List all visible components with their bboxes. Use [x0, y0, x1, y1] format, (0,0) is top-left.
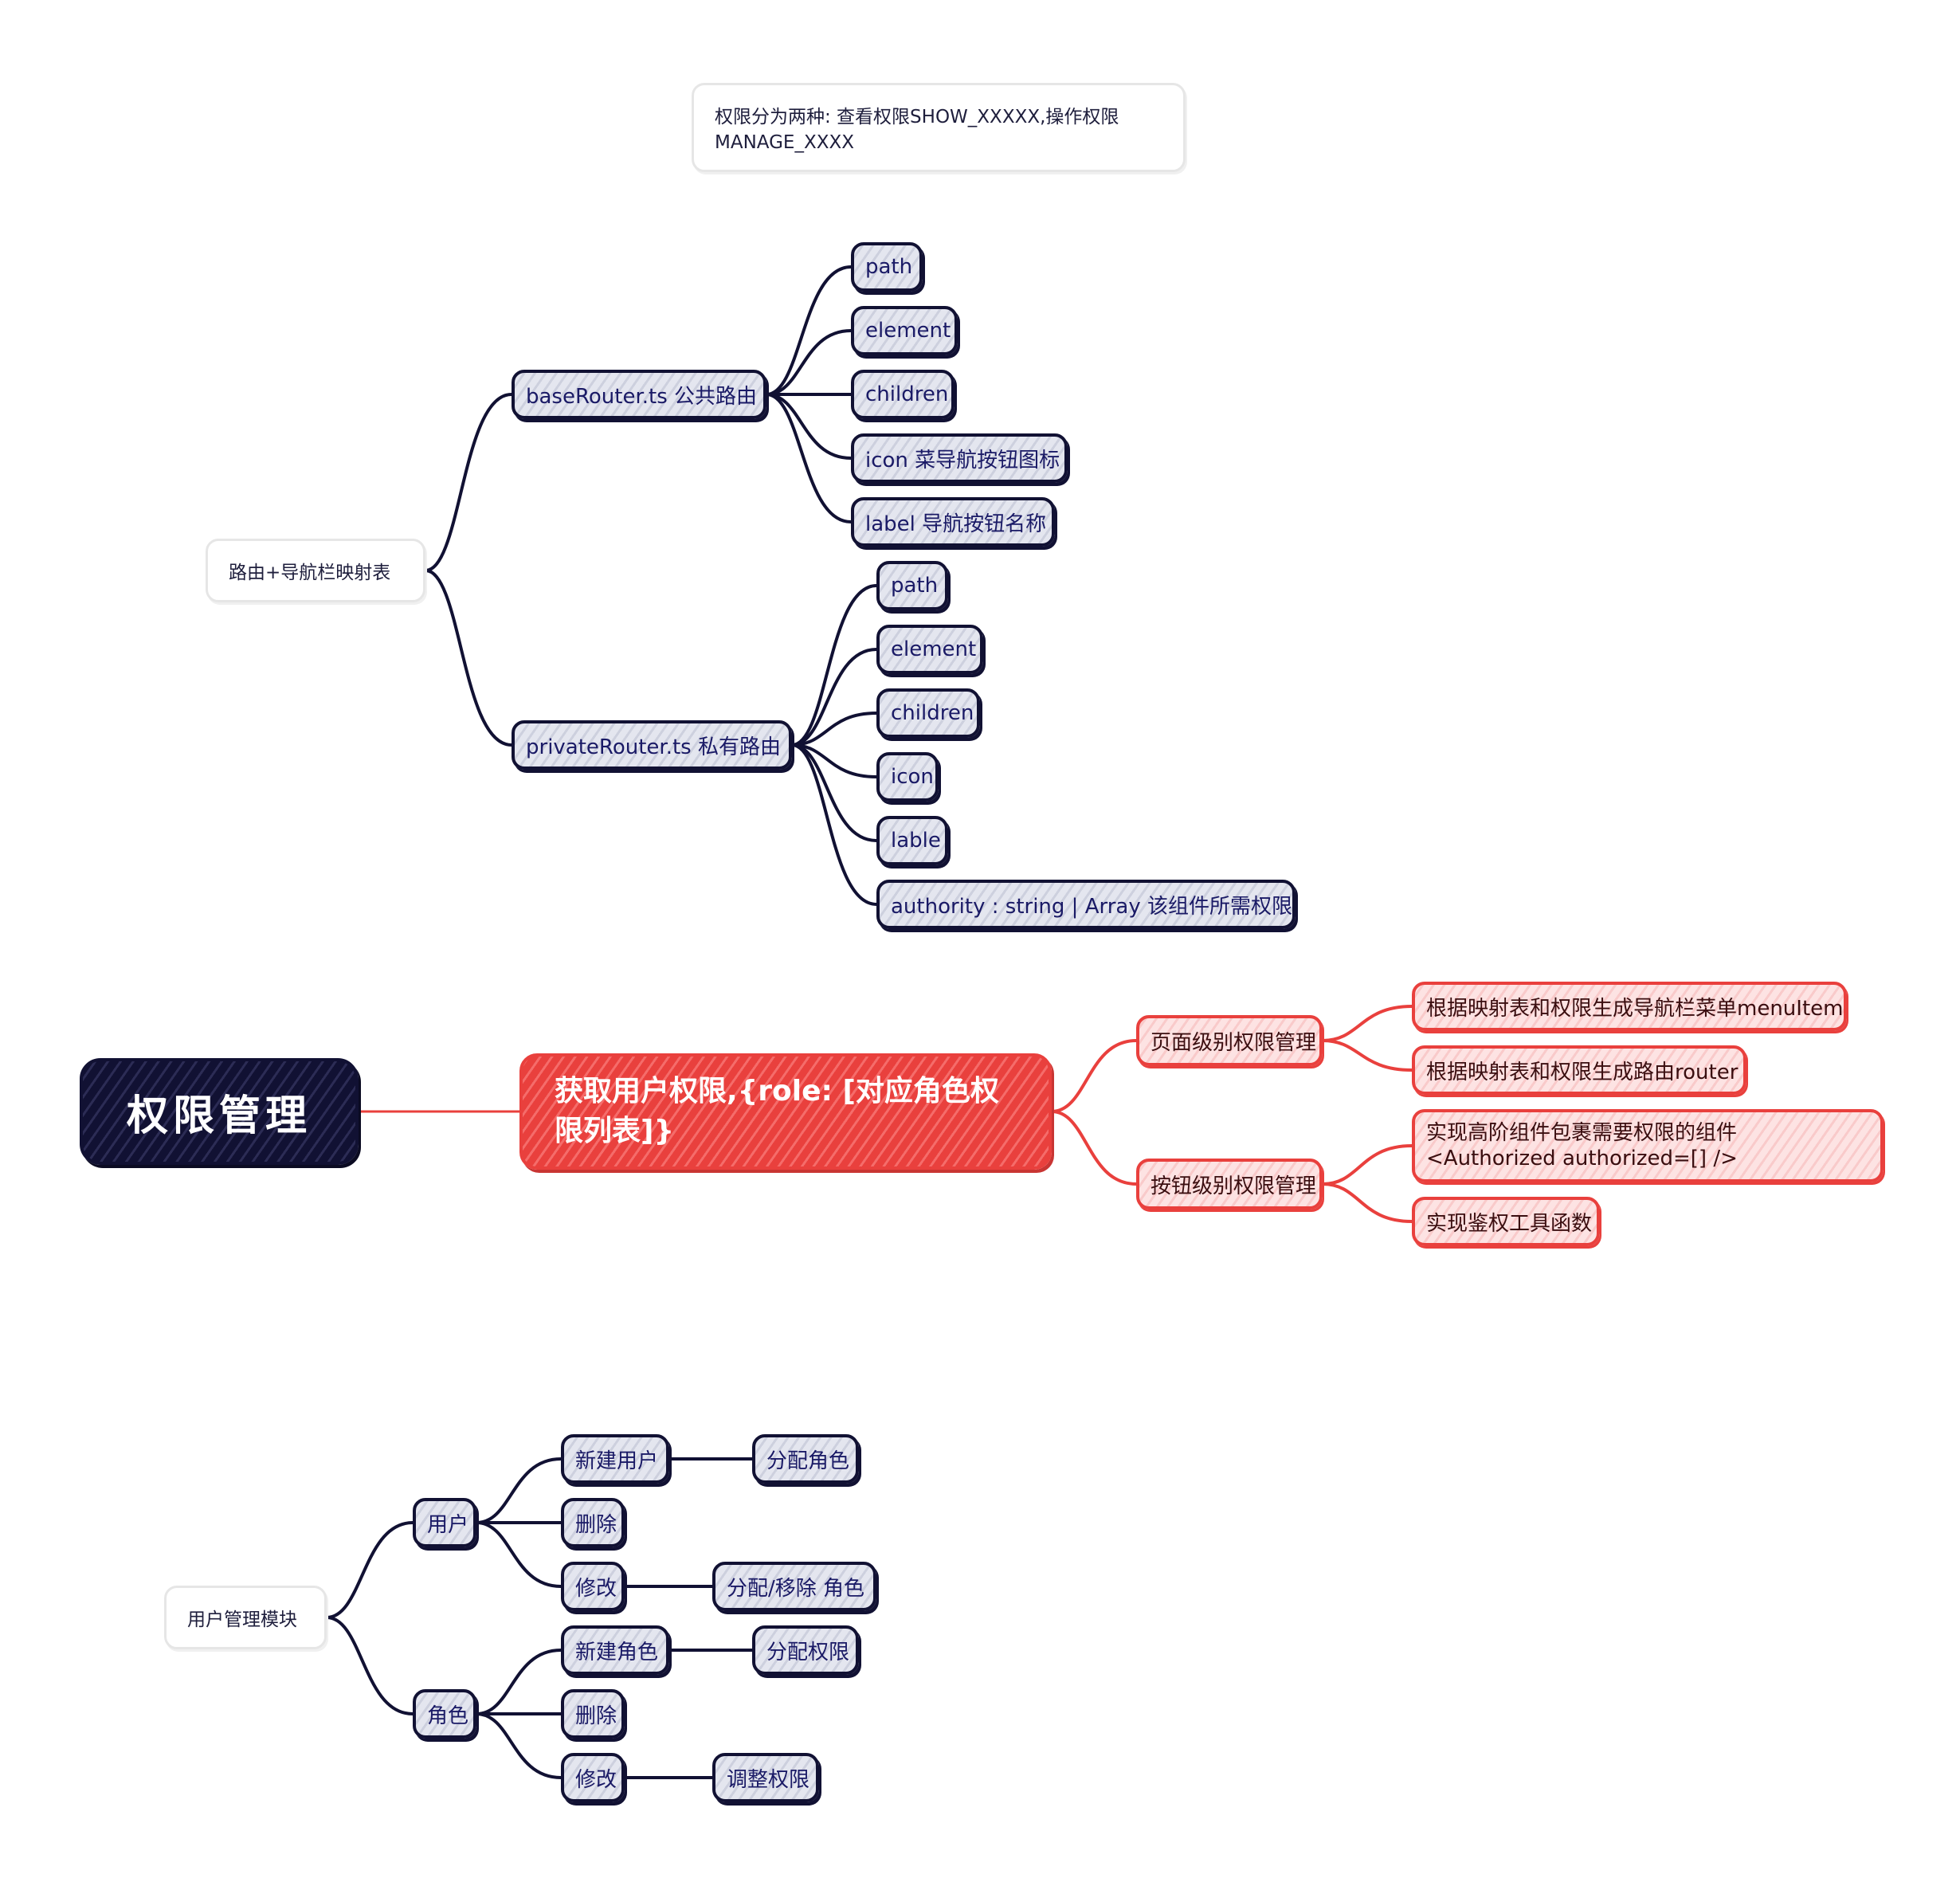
- auth-util-node[interactable]: 实现鉴权工具函数: [1412, 1197, 1600, 1246]
- link-base-4: [765, 393, 853, 523]
- private-element-node[interactable]: element: [876, 625, 983, 674]
- link-fetch-page: [1050, 1039, 1138, 1113]
- link-base-1: [765, 329, 853, 396]
- route-map-node[interactable]: 路由+导航栏映射表: [206, 539, 425, 602]
- link-button-hoc: [1321, 1144, 1413, 1186]
- private-router-node[interactable]: privateRouter.ts 私有路由: [512, 720, 792, 770]
- fetch-permission-node[interactable]: 获取用户权限,{role: [对应角色权限列表]}: [519, 1053, 1052, 1170]
- root-node[interactable]: 权限管理: [80, 1058, 359, 1165]
- assign-permission-node[interactable]: 分配权限: [752, 1625, 859, 1675]
- link-private-3: [790, 743, 878, 778]
- private-lable-node[interactable]: lable: [876, 816, 948, 865]
- button-level-node[interactable]: 按钮级别权限管理: [1136, 1159, 1323, 1210]
- link-private-1: [790, 648, 878, 747]
- link-private-5: [790, 743, 878, 906]
- private-path-node[interactable]: path: [876, 561, 948, 610]
- base-label-node[interactable]: label 导航按钮名称: [851, 497, 1055, 547]
- link-page-router: [1321, 1039, 1413, 1072]
- base-icon-node[interactable]: icon 菜导航按钮图标: [851, 433, 1068, 483]
- page-level-node[interactable]: 页面级别权限管理: [1136, 1015, 1323, 1066]
- menu-item-gen-node[interactable]: 根据映射表和权限生成导航栏菜单menuItem: [1412, 982, 1847, 1031]
- link-button-util: [1321, 1182, 1413, 1223]
- link-page-menu: [1321, 1005, 1413, 1042]
- private-children-node[interactable]: children: [876, 688, 980, 738]
- permission-types-note: 权限分为两种: 查看权限SHOW_XXXXX,操作权限MANAGE_XXXX: [692, 83, 1186, 172]
- role-new-node[interactable]: 新建角色: [561, 1625, 669, 1675]
- adjust-permission-node[interactable]: 调整权限: [712, 1753, 819, 1802]
- role-delete-node[interactable]: 删除: [561, 1689, 625, 1739]
- assign-role-node[interactable]: 分配角色: [752, 1434, 859, 1484]
- link-role-0: [475, 1649, 563, 1715]
- router-gen-node[interactable]: 根据映射表和权限生成路由router: [1412, 1045, 1746, 1095]
- user-edit-node[interactable]: 修改: [561, 1562, 625, 1611]
- user-module-node[interactable]: 用户管理模块: [164, 1586, 327, 1649]
- link-map-private: [424, 569, 513, 747]
- role-node[interactable]: 角色: [413, 1689, 476, 1739]
- link-role-2: [475, 1712, 563, 1779]
- link-private-4: [790, 743, 878, 842]
- link-user-0: [475, 1457, 563, 1524]
- user-node[interactable]: 用户: [413, 1498, 476, 1547]
- base-router-node[interactable]: baseRouter.ts 公共路由: [512, 370, 766, 419]
- base-children-node[interactable]: children: [851, 370, 955, 419]
- link-user-2: [475, 1521, 563, 1588]
- base-path-node[interactable]: path: [851, 242, 923, 292]
- link-base-0: [765, 265, 853, 396]
- user-delete-node[interactable]: 删除: [561, 1498, 625, 1547]
- link-private-2: [790, 712, 878, 747]
- link-map-base: [424, 393, 513, 572]
- link-module-role: [325, 1616, 414, 1715]
- authorized-hoc-node[interactable]: 实现高阶组件包裹需要权限的组件 <Authorized authorized=[…: [1412, 1109, 1884, 1182]
- link-private-0: [790, 584, 878, 747]
- user-new-node[interactable]: 新建用户: [561, 1434, 669, 1484]
- link-base-3: [765, 393, 853, 460]
- private-authority-node[interactable]: authority : string | Array 该组件所需权限: [876, 880, 1296, 929]
- private-icon-node[interactable]: icon: [876, 752, 939, 802]
- link-fetch-button: [1050, 1110, 1138, 1186]
- base-element-node[interactable]: element: [851, 306, 958, 355]
- link-module-user: [325, 1521, 414, 1619]
- assign-remove-role-node[interactable]: 分配/移除 角色: [712, 1562, 876, 1611]
- role-edit-node[interactable]: 修改: [561, 1753, 625, 1802]
